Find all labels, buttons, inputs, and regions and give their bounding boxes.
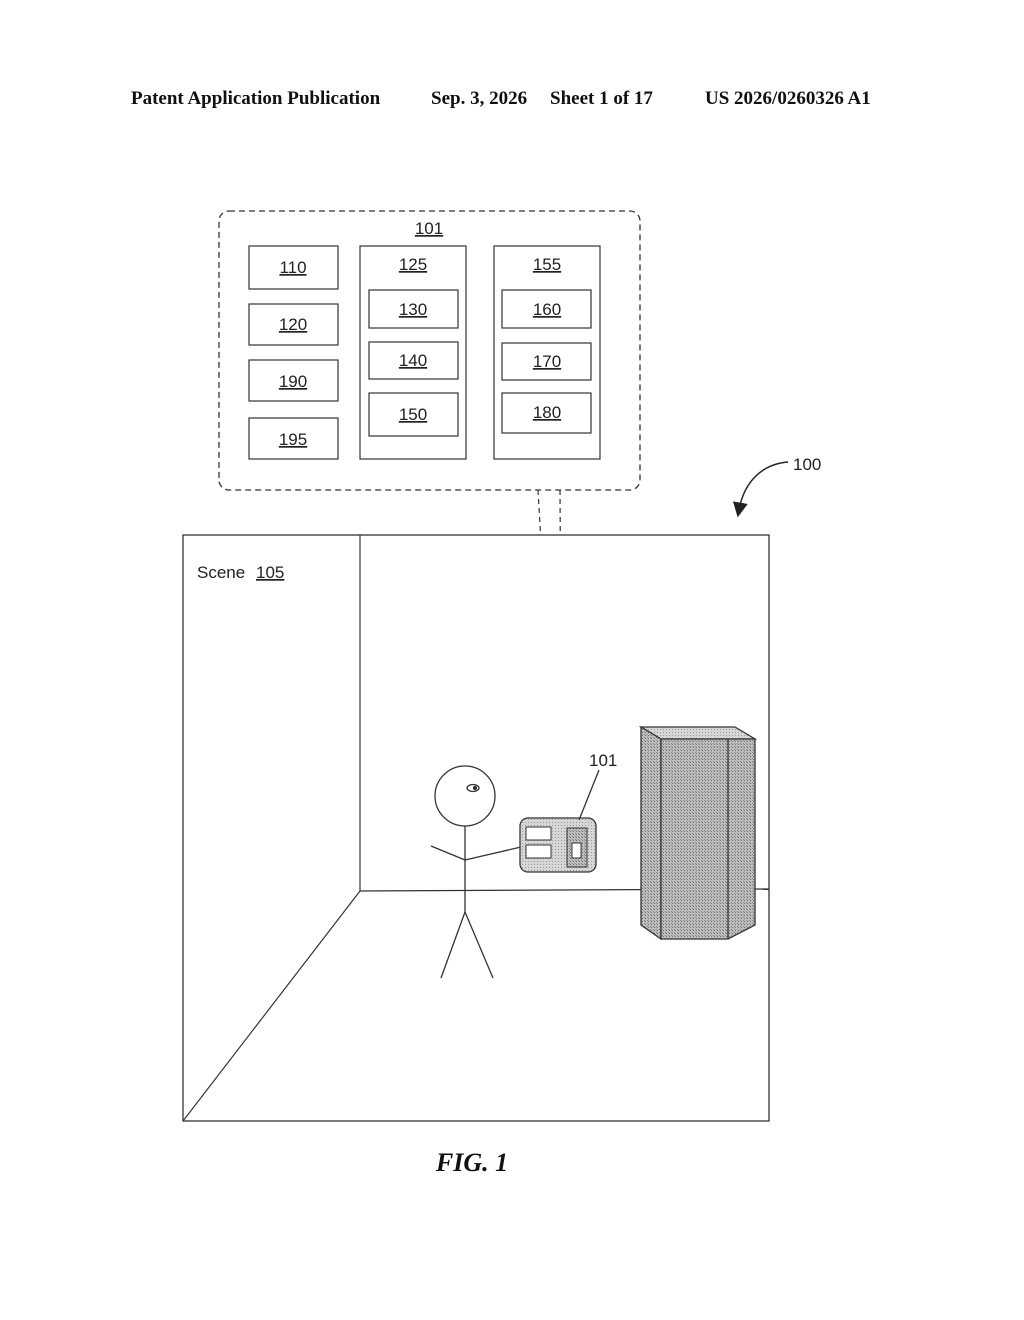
person-pupil [473, 786, 477, 790]
component-label-160: 160 [533, 300, 561, 319]
system-ref-label: 100 [793, 455, 821, 474]
group-label-125: 125 [399, 255, 427, 274]
component-label-170: 170 [533, 352, 561, 371]
device-screen-bottom [526, 845, 551, 858]
component-group-155: 155 160 170 180 [494, 246, 600, 459]
cabinet-side [641, 727, 661, 939]
component-label-140: 140 [399, 351, 427, 370]
component-label-180: 180 [533, 403, 561, 422]
component-label-110: 110 [279, 258, 306, 277]
component-label-195: 195 [279, 430, 307, 449]
system-reference: 100 [739, 455, 821, 510]
left-component-column: 110 120 190 195 [249, 246, 338, 459]
component-label-120: 120 [279, 315, 307, 334]
device-detail-panel: 101 110 120 190 195 125 130 140 150 155 [219, 211, 640, 490]
cabinet-object [641, 727, 755, 939]
group-label-155: 155 [533, 255, 561, 274]
scene-label: Scene [197, 563, 245, 582]
system-arrow [739, 462, 788, 510]
component-label-130: 130 [399, 300, 427, 319]
device-callout-label: 101 [589, 751, 617, 770]
person-head [435, 766, 495, 826]
device-screen-top [526, 827, 551, 840]
device-detail-ref: 101 [415, 219, 443, 238]
scene-ref: 105 [256, 563, 284, 582]
component-label-150: 150 [399, 405, 427, 424]
figure-caption: FIG. 1 [0, 1148, 944, 1178]
cabinet-front [661, 739, 755, 939]
component-group-125: 125 130 140 150 [360, 246, 466, 459]
component-label-190: 190 [279, 372, 307, 391]
device-module-window [572, 843, 581, 858]
